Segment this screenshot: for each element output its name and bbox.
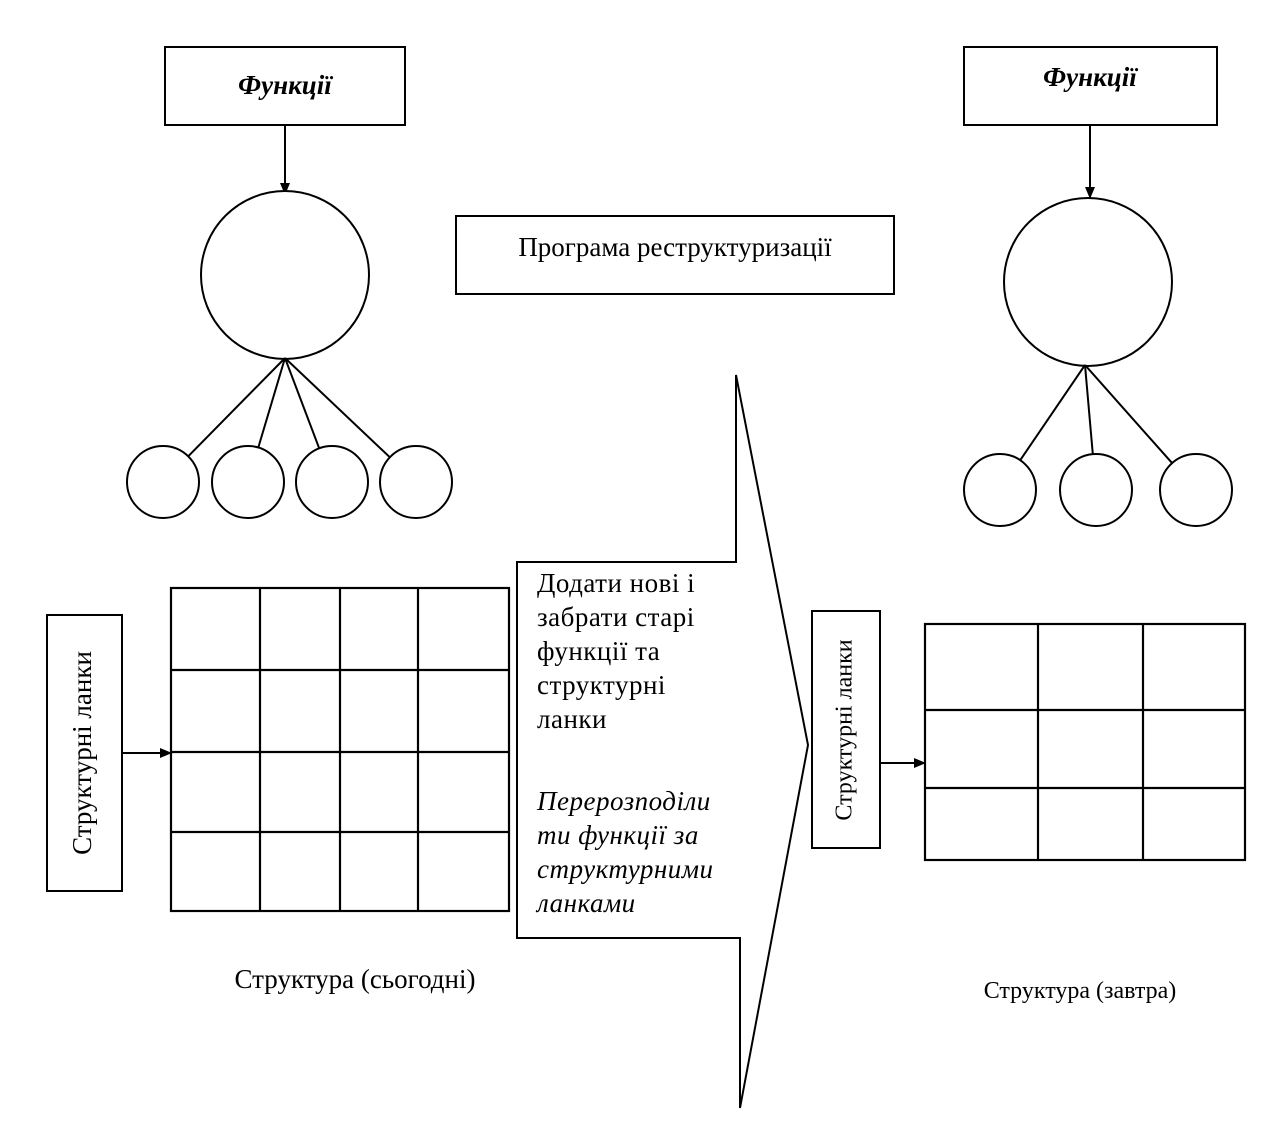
left-child-circle-2 [211,445,285,519]
left-units-label: Структурні ланки [67,651,97,855]
left-functions-box [164,46,406,126]
program-title: Програма реструктуризації [518,232,832,262]
action-redistribute-line-4: ланками [535,888,636,918]
action-add-remove-line-5: ланки [537,704,607,734]
left-connector-1 [187,357,286,458]
left-connector-3 [284,357,321,449]
program-node: Програма реструктуризації [455,215,895,295]
right-functions-node: Функції [963,46,1218,126]
left-connector-4 [284,357,391,459]
transition-arrow-shape [516,374,810,1109]
action-redistribute-line-1: Перерозподіли [536,786,711,816]
action-redistribute-text: Перерозподіли ти функції за структурними ла… [535,786,713,918]
right-child-nodes [963,364,1233,527]
left-connector-2 [257,357,286,448]
left-caption: Структура (сьогодні) [235,964,476,994]
program-box [455,215,895,295]
right-units-label: Структурні ланки [832,639,858,820]
left-functions-title: Функції [238,70,333,100]
left-structure-grid [169,586,511,913]
right-structure-grid [923,622,1247,862]
right-grid-border [923,622,1247,862]
left-child-circle-3 [295,445,369,519]
right-functions-box [963,46,1218,126]
left-child-circle-4 [379,445,453,519]
right-connector-1 [1019,364,1086,461]
action-add-remove-line-2: забрати старі [537,602,695,632]
left-units-node: Структурні ланки [46,614,123,892]
action-add-remove-text: Додати нові і забрати старі функції та стру… [537,568,695,734]
action-add-remove-line-4: структурні [537,670,666,700]
left-units-box [46,614,123,892]
right-main-circle [1003,197,1173,367]
right-caption: Структура (завтра) [984,978,1177,1004]
left-functions-node: Функції [164,46,406,126]
left-main-circle [200,190,370,360]
right-units-box [811,610,881,849]
right-connector-2 [1084,364,1094,455]
left-child-circle-1 [126,445,200,519]
right-child-circle-3 [1159,453,1233,527]
left-child-nodes [126,357,453,519]
action-add-remove-line-1: Додати нові і [537,568,695,598]
right-connector-3 [1084,364,1173,464]
right-functions-title: Функції [1043,62,1138,92]
right-child-circle-2 [1059,453,1133,527]
action-redistribute-line-3: структурними [537,854,713,884]
action-add-remove-line-3: функції та [537,636,660,666]
right-units-node: Структурні ланки [811,610,881,849]
right-child-circle-1 [963,453,1037,527]
action-redistribute-line-2: ти функції за [537,820,699,850]
